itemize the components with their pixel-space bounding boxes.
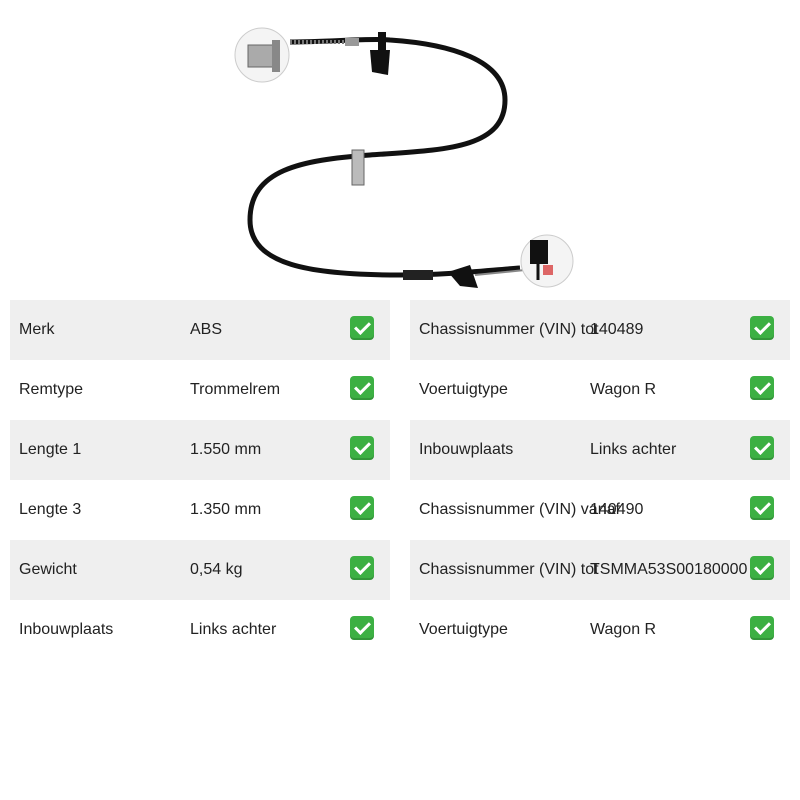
spec-label: Merk [19,321,55,338]
spec-label: Voertuigtype [419,621,508,638]
product-image [220,20,590,295]
table-row: Chassisnummer (VIN) vanaf 140490 [410,480,790,540]
spec-value: 0,54 kg [190,561,243,578]
check-mark-icon [350,436,374,460]
table-row: Voertuigtype Wagon R [410,360,790,420]
spec-value: Wagon R [590,621,657,638]
spec-value: 140489 [590,321,644,338]
spec-value: 1.550 mm [190,441,262,458]
spec-label: Chassisnummer (VIN) tot [419,321,599,338]
check-mark-icon [350,616,374,640]
table-row: Inbouwplaats Links achter [410,420,790,480]
table-row: Chassisnummer (VIN) tot TSMMA53S00180000 [410,540,790,600]
check-mark-icon [750,376,774,400]
table-row: Remtype Trommelrem [10,360,390,420]
spec-value: 1.350 mm [190,501,262,518]
table-row: Gewicht 0,54 kg [10,540,390,600]
table-row: Inbouwplaats Links achter [10,600,390,660]
spec-value: 140490 [590,501,644,518]
spec-value: Trommelrem [190,381,281,398]
check-mark-icon [750,316,774,340]
check-mark-icon [750,556,774,580]
table-row: Voertuigtype Wagon R [410,600,790,660]
check-mark-icon [350,496,374,520]
check-mark-icon [750,496,774,520]
check-mark-icon [750,616,774,640]
spec-label: Lengte 3 [19,501,82,518]
spec-value: Wagon R [590,381,657,398]
handbrake-cable-icon [234,27,574,288]
spec-label: Lengte 1 [19,441,82,458]
spec-label: Remtype [19,381,84,398]
table-row: Lengte 3 1.350 mm [10,480,390,540]
spec-label: Chassisnummer (VIN) tot [419,561,599,578]
table-row: Merk ABS [10,300,390,360]
table-row: Lengte 1 1.550 mm [10,420,390,480]
spec-value: Links achter [190,621,277,638]
check-mark-icon [350,376,374,400]
table-row: Chassisnummer (VIN) tot 140489 [410,300,790,360]
spec-label: Inbouwplaats [19,621,114,638]
spec-label: Gewicht [19,561,77,578]
check-mark-icon [350,556,374,580]
spec-value: ABS [190,321,223,338]
spec-table-left: Merk ABS Remtype Trommelrem Lengte 1 1.5… [10,300,390,660]
spec-label: Chassisnummer (VIN) vanaf [419,501,620,518]
spec-label: Inbouwplaats [419,441,514,458]
check-mark-icon [350,316,374,340]
check-mark-icon [750,436,774,460]
spec-value: TSMMA53S00180000 [590,561,748,578]
spec-label: Voertuigtype [419,381,508,398]
spec-table-right: Chassisnummer (VIN) tot 140489 Voertuigt… [410,300,790,660]
spec-value: Links achter [590,441,677,458]
